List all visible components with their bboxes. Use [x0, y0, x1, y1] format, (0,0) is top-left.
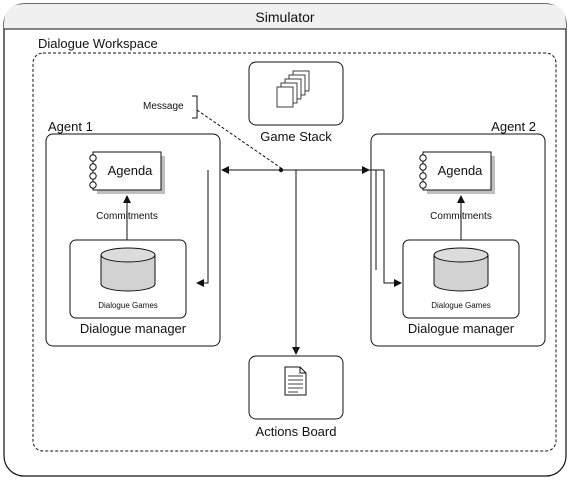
game-stack-box: Game Stack [248, 61, 344, 144]
agent-2-label: Agent 2 [491, 119, 536, 134]
message-label: Message [143, 101, 184, 112]
dialogue-games-2-label: Dialogue Games [431, 301, 491, 310]
simulator-title: Simulator [255, 9, 314, 25]
dialogue-manager-1: Dialogue Games [69, 239, 187, 319]
document-icon [284, 366, 307, 396]
agent-1-label: Agent 1 [48, 119, 93, 134]
simulator-frame: Simulator [3, 3, 567, 477]
dialogue-games-1-label: Dialogue Games [98, 301, 158, 310]
database-icon [433, 247, 489, 292]
dialogue-workspace: Dialogue Workspace [32, 36, 557, 452]
actions-board-label: Actions Board [256, 424, 337, 439]
agenda-2-label: Agenda [438, 163, 484, 178]
agent-2: Agent 2 Agenda Commitments Dialogue Game… [370, 119, 546, 347]
bus-junction-dot [278, 167, 284, 173]
agenda-1: Agenda [89, 151, 165, 194]
agenda-2: Agenda [419, 151, 495, 194]
database-icon [100, 247, 156, 292]
dialogue-manager-2-label: Dialogue manager [408, 321, 515, 336]
dialogue-manager-1-label: Dialogue manager [80, 321, 187, 336]
agenda-1-label: Agenda [108, 163, 154, 178]
actions-board-box: Actions Board [248, 355, 344, 439]
dialogue-manager-2: Dialogue Games [402, 239, 520, 319]
agent-1: Agent 1 Agenda Commitments Dialogue Game… [45, 119, 221, 347]
game-stack-label: Game Stack [260, 129, 332, 144]
stacked-documents-icon [276, 70, 310, 108]
arrow-agent-2-to-manager [376, 169, 402, 287]
message-bus [196, 166, 402, 355]
notebook-rings-icon [419, 154, 427, 189]
message-annotation: Message [143, 95, 282, 169]
arrow-agent-1-to-manager [196, 170, 209, 287]
arrow-agent-2-branch [369, 169, 377, 270]
workspace-label: Dialogue Workspace [38, 36, 158, 51]
notebook-rings-icon [89, 154, 97, 189]
